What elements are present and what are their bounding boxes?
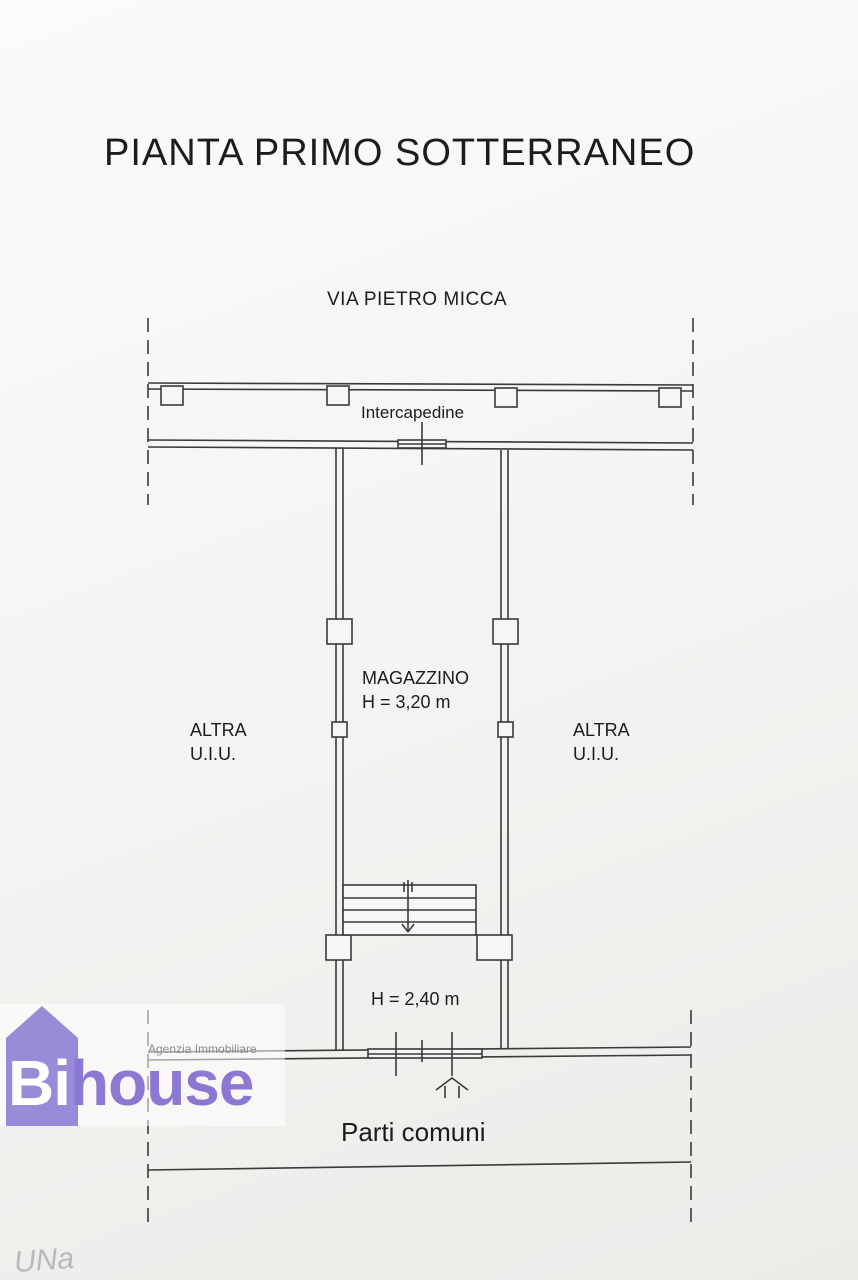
- altra-left-line2: U.I.U.: [190, 744, 237, 764]
- stamp-mark: UNa: [12, 1241, 76, 1280]
- label-altra-uiu-left: ALTRA U.I.U.: [190, 718, 247, 766]
- watermark-brand: Bihouse: [8, 1046, 254, 1120]
- pillar: [492, 618, 519, 645]
- pillar: [325, 934, 352, 961]
- pillar: [476, 934, 513, 961]
- pillar: [331, 721, 348, 738]
- door-top: [397, 422, 447, 465]
- pillar: [326, 618, 353, 645]
- brand-suffix: house: [70, 1047, 254, 1119]
- watermark-subtitle: Agenzia Immobiliare: [148, 1042, 257, 1056]
- pillar: [494, 387, 518, 408]
- pillar: [326, 385, 350, 406]
- pillar: [160, 385, 184, 406]
- pillar: [497, 721, 514, 738]
- outer-wall-top: [147, 382, 694, 392]
- plan-title: PIANTA PRIMO SOTTERRANEO: [104, 132, 696, 174]
- altra-right-line1: ALTRA: [573, 720, 630, 740]
- house-icon: [6, 1006, 78, 1126]
- room-height: H = 3,20 m: [362, 692, 451, 712]
- entrance-arrow: [435, 1077, 469, 1098]
- altra-right-line2: U.I.U.: [573, 744, 620, 764]
- label-parti-comuni: Parti comuni: [341, 1117, 486, 1147]
- label-intercapedine: Intercapedine: [361, 403, 465, 422]
- common-area-edge: [147, 1161, 692, 1171]
- street-name: VIA PIETRO MICCA: [327, 289, 508, 310]
- room-name: MAGAZZINO: [362, 668, 469, 688]
- brand-prefix: Bi: [8, 1047, 71, 1119]
- entrance-door: [367, 1032, 483, 1076]
- room-label-magazzino: MAGAZZINO H = 3,20 m: [362, 666, 469, 714]
- pillar: [658, 387, 682, 408]
- stair: [342, 880, 477, 936]
- lower-height-label: H = 2,40 m: [371, 989, 460, 1009]
- altra-left-line1: ALTRA: [190, 720, 247, 740]
- label-altra-uiu-right: ALTRA U.I.U.: [573, 718, 630, 766]
